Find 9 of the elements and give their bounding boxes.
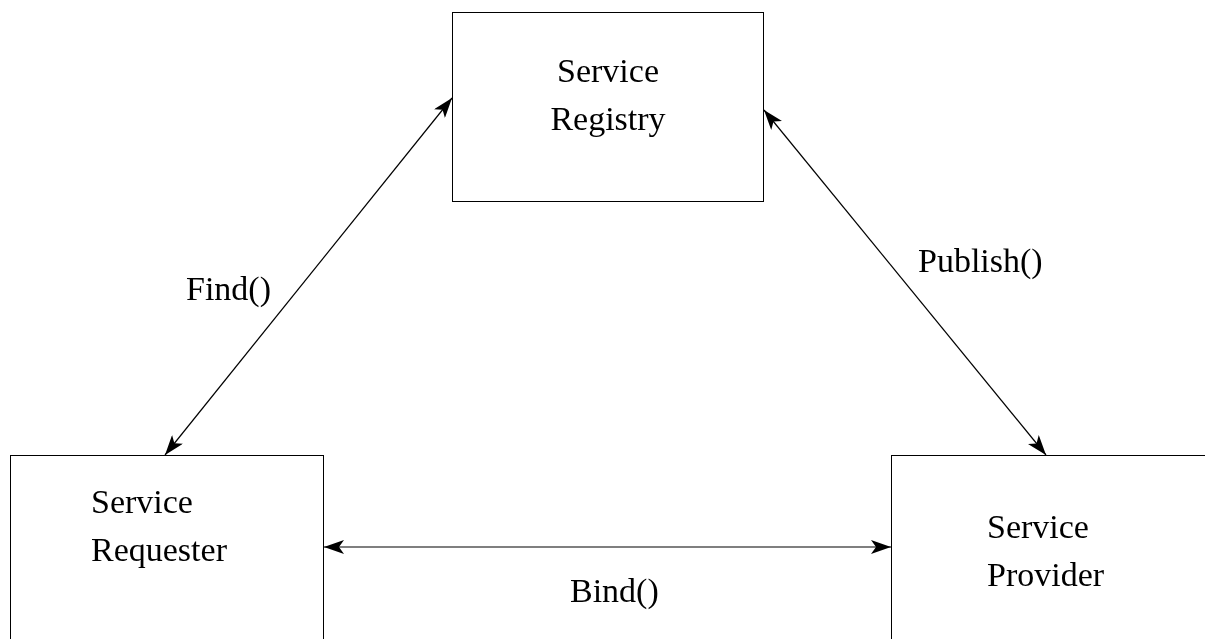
process-box (452, 12, 764, 202)
process-box (891, 455, 1205, 639)
process-box (10, 455, 324, 639)
box-label: Service Provider (987, 507, 1106, 595)
box-label: Service Registry (549, 51, 667, 139)
box-label: Service Requester (91, 482, 228, 570)
arrow (763, 109, 1047, 456)
arrow (323, 540, 892, 554)
arrow (164, 97, 453, 456)
